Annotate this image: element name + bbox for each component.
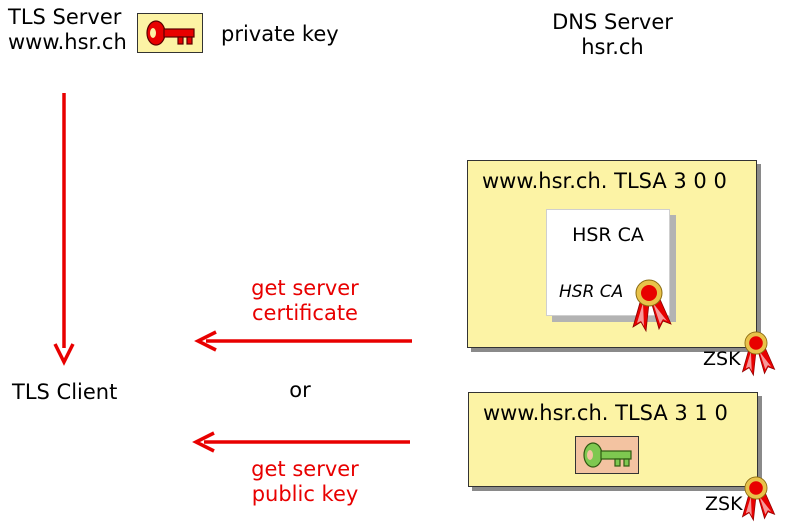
- get-certificate-arrow: [194, 330, 412, 352]
- private-key-icon: [137, 13, 203, 53]
- ca-certificate-title: HSR CA: [572, 224, 644, 246]
- key-icon: [583, 442, 632, 468]
- dns-server-zone: hsr.ch: [581, 35, 644, 60]
- get-certificate-label-line2: certificate: [252, 301, 358, 326]
- tlsa-certificate-record: www.hsr.ch. TLSA 3 0 0 HSR CA HSR CA: [467, 160, 757, 348]
- zsk-seal-icon: [741, 331, 776, 376]
- zsk-label: ZSK: [703, 348, 741, 370]
- tlsa-public-key-record: www.hsr.ch. TLSA 3 1 0: [468, 392, 758, 487]
- get-public-key-label-line2: public key: [251, 482, 359, 507]
- tls-server-title: TLS Server: [8, 5, 122, 29]
- ca-certificate-signature: HSR CA: [559, 282, 624, 302]
- tls-server-hostname: www.hsr.ch: [8, 30, 127, 55]
- tlsa-certificate-record-title: www.hsr.ch. TLSA 3 0 0: [482, 169, 727, 193]
- tls-server-label: TLS Server www.hsr.ch: [8, 5, 127, 55]
- key-icon: [146, 20, 195, 46]
- get-public-key-label: get server public key: [230, 457, 380, 507]
- public-key-icon: [575, 436, 639, 474]
- or-label: or: [289, 378, 311, 402]
- dns-server-title: DNS Server: [552, 10, 673, 34]
- tls-client-label: TLS Client: [12, 380, 118, 404]
- get-certificate-label-line1: get server: [251, 276, 359, 300]
- server-to-client-arrow: [53, 93, 75, 366]
- ca-certificate-seal-icon: [632, 279, 672, 332]
- get-public-key-label-line1: get server: [251, 457, 359, 481]
- tlsa-public-key-record-title: www.hsr.ch. TLSA 3 1 0: [483, 401, 728, 425]
- zsk-seal-icon: [741, 476, 776, 521]
- zsk-label: ZSK: [705, 493, 743, 515]
- dns-server-label: DNS Server hsr.ch: [540, 10, 685, 60]
- get-public-key-arrow: [192, 431, 410, 453]
- get-certificate-label: get server certificate: [230, 276, 380, 326]
- private-key-label: private key: [221, 22, 339, 46]
